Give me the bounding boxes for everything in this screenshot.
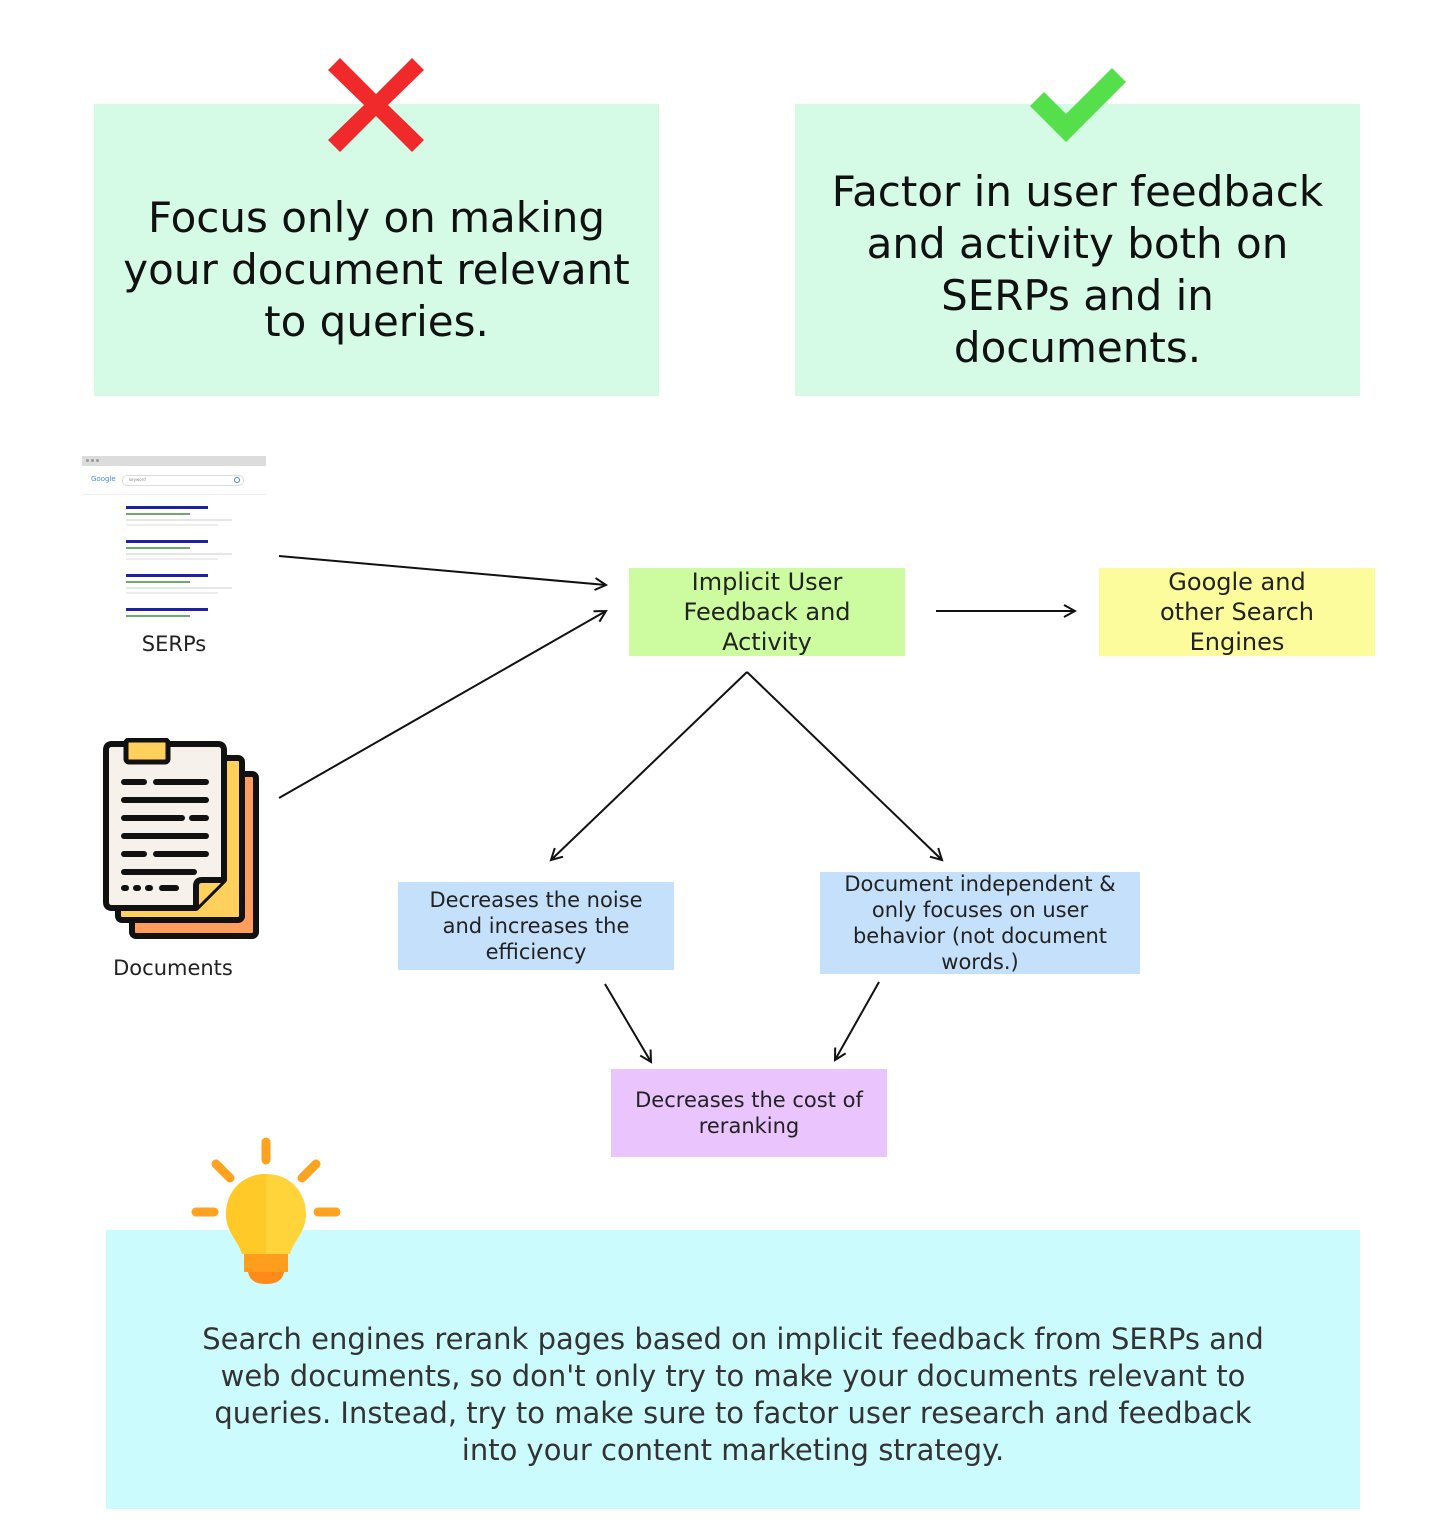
- noise-node-text: Decreases the noise and increases the ef…: [429, 888, 643, 964]
- serp-result: [126, 540, 232, 560]
- browser-bar: [82, 456, 266, 466]
- red-x-icon: [328, 58, 424, 152]
- search-icon: [234, 477, 240, 483]
- arrow-feedback-to-independent: [746, 671, 942, 860]
- cost-node: Decreases the cost of reranking: [611, 1069, 887, 1157]
- serp-result: [126, 506, 232, 526]
- search-box: keyword: [122, 475, 244, 486]
- right-approach-card: Factor in user feedback and activity bot…: [795, 104, 1360, 396]
- arrow-feedback-to-noise: [551, 671, 748, 860]
- green-check-icon: [1030, 68, 1126, 142]
- lightbulb-icon: [191, 1137, 341, 1284]
- serps-label: SERPs: [141, 632, 207, 656]
- serp-result: [126, 608, 208, 617]
- documents-label: Documents: [113, 956, 233, 980]
- wrong-approach-card: Focus only on making your document relev…: [94, 104, 659, 396]
- arrow-noise-to-cost: [604, 983, 651, 1062]
- document-independent-node-text: Document independent & only focuses on u…: [844, 872, 1116, 974]
- document-independent-node: Document independent & only focuses on u…: [820, 872, 1140, 974]
- arrow-independent-to-cost: [835, 981, 880, 1060]
- search-engines-node-text: Google and other Search Engines: [1159, 568, 1315, 656]
- google-logo: Google: [91, 475, 116, 483]
- noise-node: Decreases the noise and increases the ef…: [398, 882, 674, 970]
- feedback-node: Implicit User Feedback and Activity: [629, 568, 905, 656]
- serps-thumbnail: Google keyword: [82, 456, 266, 626]
- arrow-documents-to-feedback: [278, 611, 606, 799]
- takeaway-box: Search engines rerank pages based on imp…: [106, 1230, 1360, 1509]
- search-query: keyword: [129, 477, 146, 482]
- documents-icon: [103, 738, 259, 939]
- takeaway-text: Search engines rerank pages based on imp…: [202, 1321, 1264, 1467]
- serp-result: [126, 574, 232, 594]
- search-engines-node: Google and other Search Engines: [1099, 568, 1375, 656]
- arrow-serps-to-feedback: [278, 555, 606, 585]
- right-approach-text: Factor in user feedback and activity bot…: [831, 167, 1324, 372]
- feedback-node-text: Implicit User Feedback and Activity: [683, 568, 851, 656]
- cost-node-text: Decreases the cost of reranking: [635, 1088, 863, 1138]
- serp-divider: [82, 494, 266, 495]
- wrong-approach-text: Focus only on making your document relev…: [123, 193, 630, 346]
